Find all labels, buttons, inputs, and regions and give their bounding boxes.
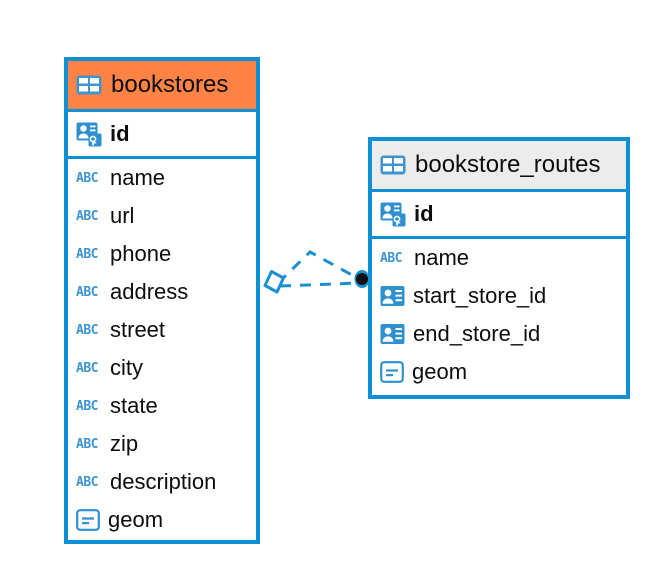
field-row-id[interactable]: id	[68, 112, 256, 156]
field-row-end-store-id[interactable]: end_store_id	[372, 315, 626, 353]
field-label: address	[110, 279, 189, 304]
abc-text-icon: ABC	[76, 246, 98, 262]
table-icon	[380, 155, 406, 175]
relationship-target-circle	[354, 270, 370, 288]
field-label: city	[110, 355, 143, 380]
field-label: start_store_id	[413, 283, 547, 308]
field-row-address[interactable]: ABC address	[68, 273, 256, 311]
entity-bookstore-routes[interactable]: bookstore_routes id	[368, 137, 630, 399]
field-label: name	[414, 245, 470, 270]
entity-bookstores[interactable]: bookstores id	[64, 57, 260, 544]
abc-text-icon: ABC	[76, 208, 98, 224]
field-row-street[interactable]: ABC street	[68, 311, 256, 349]
field-row-id[interactable]: id	[372, 192, 626, 236]
field-label: zip	[110, 431, 139, 456]
field-label: geom	[108, 507, 164, 532]
field-label: id	[110, 121, 130, 146]
primary-key-section: id	[68, 112, 256, 159]
geometry-icon	[76, 509, 100, 531]
primary-key-section: id	[372, 192, 626, 239]
field-list-bookstores: ABC name ABC url ABC phone ABC address A…	[68, 159, 256, 539]
field-row-phone[interactable]: ABC phone	[68, 235, 256, 273]
field-row-geom[interactable]: geom	[68, 501, 256, 539]
abc-text-icon: ABC	[76, 322, 98, 338]
field-label: description	[110, 469, 217, 494]
entity-title: bookstores	[111, 71, 229, 98]
field-label: url	[110, 203, 135, 228]
entity-header-bookstore-routes[interactable]: bookstore_routes	[372, 141, 626, 192]
field-row-url[interactable]: ABC url	[68, 197, 256, 235]
primary-key-icon	[380, 202, 406, 227]
field-label: state	[110, 393, 158, 418]
field-row-name[interactable]: ABC name	[68, 159, 256, 197]
relationship-line-lower	[279, 281, 360, 288]
entity-title: bookstore_routes	[415, 151, 601, 178]
abc-text-icon: ABC	[76, 284, 98, 300]
primary-key-icon	[76, 122, 102, 147]
table-icon	[76, 75, 102, 95]
relationship-connector[interactable]	[258, 238, 376, 308]
geometry-icon	[380, 361, 404, 383]
abc-text-icon: ABC	[76, 436, 98, 452]
relationship-line-upper	[276, 250, 362, 285]
foreign-key-icon	[380, 324, 405, 344]
relationship-source-diamond	[263, 270, 285, 294]
field-label: end_store_id	[413, 321, 541, 346]
abc-text-icon: ABC	[76, 398, 98, 414]
field-label: street	[110, 317, 166, 342]
field-row-name[interactable]: ABC name	[372, 239, 626, 277]
abc-text-icon: ABC	[76, 360, 98, 376]
field-label: geom	[412, 359, 468, 384]
field-row-geom[interactable]: geom	[372, 353, 626, 391]
entity-header-bookstores[interactable]: bookstores	[68, 61, 256, 112]
field-row-city[interactable]: ABC city	[68, 349, 256, 387]
field-label: phone	[110, 241, 172, 266]
abc-text-icon: ABC	[76, 474, 98, 490]
foreign-key-icon	[380, 286, 405, 306]
field-row-start-store-id[interactable]: start_store_id	[372, 277, 626, 315]
field-row-description[interactable]: ABC description	[68, 463, 256, 501]
abc-text-icon: ABC	[76, 170, 98, 186]
field-label: name	[110, 165, 166, 190]
field-label: id	[414, 201, 434, 226]
abc-text-icon: ABC	[380, 250, 402, 266]
field-row-state[interactable]: ABC state	[68, 387, 256, 425]
field-row-zip[interactable]: ABC zip	[68, 425, 256, 463]
field-list-bookstore-routes: ABC name start_store_id	[372, 239, 626, 391]
